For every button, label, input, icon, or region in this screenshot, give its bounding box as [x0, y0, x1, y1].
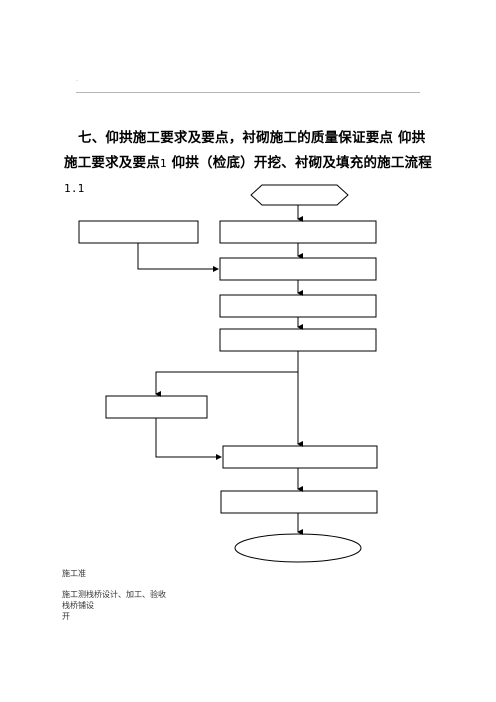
heading-text-1: 七、仰拱施工要求及要点，衬砌施工的质量保证要点 仰拱施工要求及要点 — [64, 130, 426, 171]
flow-box-main-2 — [219, 257, 377, 281]
header-mark: . — [76, 76, 78, 83]
flow-box-main-6 — [220, 490, 378, 514]
flow-box-left-1 — [78, 220, 199, 244]
flow-box-left-2 — [105, 395, 208, 419]
note-line-3: 栈桥铺设 — [62, 601, 94, 610]
flow-box-main-4 — [219, 328, 377, 352]
connector-left-2-to-main-5 — [155, 418, 222, 460]
note-line-1: 施工准 — [62, 569, 86, 578]
flow-box-main-5 — [222, 445, 378, 469]
note-line-2: 施工测栈桥设计、加工、验收 — [62, 590, 166, 599]
header-rule — [76, 92, 420, 93]
section-heading: 七、仰拱施工要求及要点，衬砌施工的质量保证要点 仰拱施工要求及要点1 仰拱（检底… — [64, 126, 434, 201]
note-gap — [62, 579, 166, 589]
note-line-4: 开 — [62, 612, 70, 621]
flowchart-notes: 施工准 施工测栈桥设计、加工、验收 栈桥铺设 开 — [62, 568, 166, 622]
flow-box-main-3 — [219, 294, 377, 318]
heading-number-2: 1.1 — [64, 182, 85, 195]
heading-text-2: 仰拱（检底）开挖、衬砌及填充的施工流程 — [171, 155, 432, 171]
connector-main-to-left-2 — [155, 371, 298, 397]
flow-end-node — [234, 533, 362, 563]
flow-box-main-1 — [219, 220, 377, 244]
flow-start-node — [250, 184, 349, 206]
connector-left-1-to-main-2 — [137, 243, 219, 272]
heading-number-1: 1 — [159, 157, 167, 170]
